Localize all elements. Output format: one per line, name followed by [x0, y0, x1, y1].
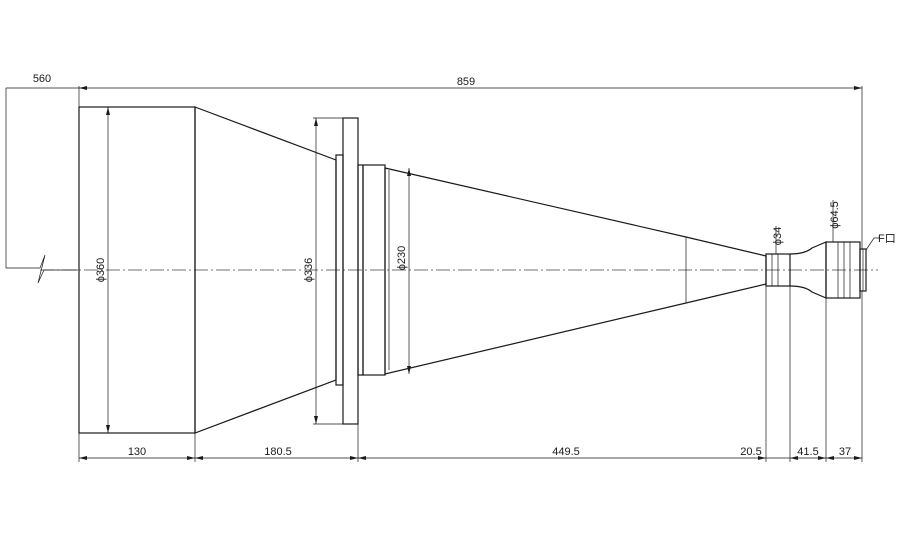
dim-segment-2: 180.5: [264, 446, 292, 458]
dia-flange: ϕ336: [303, 258, 315, 283]
dim-segment-4: 20.5: [740, 446, 761, 458]
arrow: [407, 366, 411, 374]
arrow: [407, 168, 411, 176]
mount-leader: [865, 237, 880, 251]
dia-neck: ϕ34: [772, 227, 784, 245]
arrow: [106, 425, 110, 433]
dim-overall-length: 859: [457, 76, 475, 88]
arrow: [854, 86, 862, 90]
arrow: [790, 456, 798, 460]
dim-segment-5: 41.5: [797, 446, 818, 458]
break-line: [5, 88, 78, 284]
arrow: [187, 456, 195, 460]
arrow: [818, 456, 826, 460]
dia-rear: ϕ64.5: [829, 201, 841, 229]
dia-mid: ϕ230: [396, 246, 408, 271]
arrow: [79, 456, 87, 460]
dim-segment-1: 130: [128, 446, 146, 458]
arrow: [358, 456, 366, 460]
arrow: [350, 456, 358, 460]
dim-segment-3: 449.5: [552, 446, 580, 458]
dim-distance: 560: [33, 73, 51, 85]
arrow: [314, 118, 318, 126]
dim-segment-6: 37: [839, 446, 851, 458]
arrow: [314, 416, 318, 424]
arrow: [195, 456, 203, 460]
rear-cone: [384, 167, 767, 375]
arrow: [106, 107, 110, 115]
flange: [342, 117, 359, 425]
arrow: [79, 86, 87, 90]
arrow: [826, 456, 834, 460]
mount-label: F口: [878, 233, 896, 245]
arrow: [854, 456, 862, 460]
arrow: [758, 456, 766, 460]
dia-front: ϕ360: [95, 258, 107, 283]
